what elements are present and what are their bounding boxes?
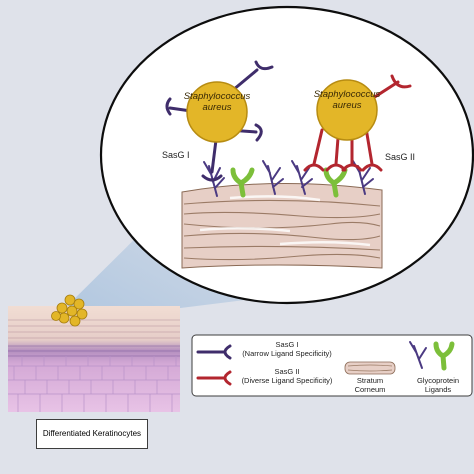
legend-stratum-label: Stratum Corneum: [354, 376, 386, 394]
legend-sasg2-title: SasG II: [274, 367, 300, 376]
sasg2-label: SasG II: [385, 152, 416, 162]
tissue-caption-box: Differentiated Keratinocytes: [36, 419, 148, 449]
tissue-caption: Differentiated Keratinocytes: [42, 429, 142, 439]
legend-sasg2: SasG II (Diverse Ligand Specificity): [236, 367, 338, 385]
legend-sasg1: SasG I (Narrow Ligand Specificity): [236, 340, 338, 358]
legend-sasg2-subtitle: (Diverse Ligand Specificity): [241, 375, 333, 385]
keratinocyte-tissue: [8, 306, 180, 412]
legend-sasg1-title: SasG I: [275, 340, 299, 349]
stratum-corneum-magnified: [181, 182, 383, 269]
bacteria-cluster: [51, 294, 88, 327]
right-bacterium-label: Staphylococcus aureus: [313, 89, 381, 111]
glycoprotein-icon: [409, 341, 455, 371]
legend-box: [191, 334, 473, 397]
staphylococcus-icon: [316, 79, 378, 141]
legend-glyco-label: Glycoprotein Ligands: [416, 376, 460, 394]
sasg1-receptor-icon: [196, 344, 232, 360]
zoom-cone: [55, 214, 245, 318]
legend-sasg1-subtitle: (Narrow Ligand Specificity): [242, 348, 332, 358]
stratum-corneum-icon: [344, 361, 396, 375]
sasg2-receptor-icon: [196, 370, 232, 386]
left-bacterium-label: Staphylococcus aureus: [183, 91, 251, 113]
sasg1-label: SasG I: [162, 150, 190, 160]
staphylococcus-icon: [186, 81, 248, 143]
